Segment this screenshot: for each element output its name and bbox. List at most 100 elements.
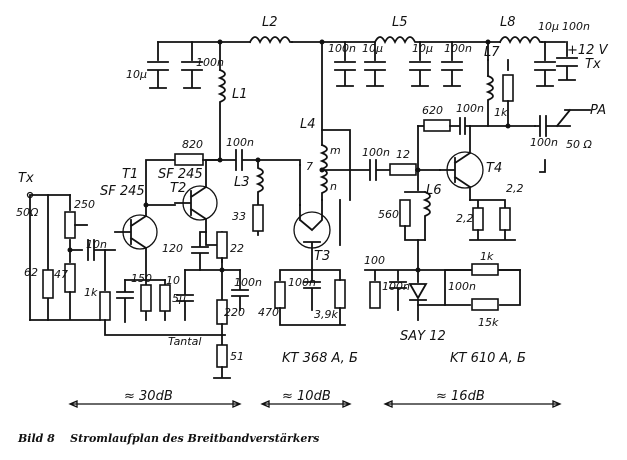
label-c100n-k: 100n xyxy=(382,280,410,293)
label-l5: L5 xyxy=(392,15,408,30)
label-kt610: KT 610 A, Б xyxy=(450,351,526,366)
label-sf245-t2: SF 245 xyxy=(158,167,203,182)
label-r100: 100 xyxy=(364,254,385,267)
figure-caption: Bild 8 Stromlaufplan des Breitbandverstä… xyxy=(17,432,319,445)
label-c5u: 5µ xyxy=(172,292,186,305)
label-r2-2a: 2,2 xyxy=(456,212,474,225)
label-r150: 150 xyxy=(131,272,152,285)
gain-stage-3: ≈ 16dB xyxy=(436,389,485,404)
label-c100n-l: 100n xyxy=(448,280,476,293)
gain-arrows xyxy=(68,400,562,408)
label-l1: L1 xyxy=(232,87,248,102)
supply-rail xyxy=(157,41,568,146)
diode-say12 xyxy=(408,283,428,301)
label-c10n: 10n xyxy=(86,238,107,251)
label-t1: T1 xyxy=(122,167,138,182)
label-kt368: KT 368 A, Б xyxy=(282,351,358,366)
label-r1k-a: 1k xyxy=(84,286,98,299)
resistor-560 xyxy=(399,199,411,227)
label-r33: 33 xyxy=(232,210,246,223)
label-r1k-c: 1k xyxy=(480,250,494,263)
label-r47: 47 xyxy=(54,268,68,281)
label-say12: SAY 12 xyxy=(400,329,446,344)
label-c100n-d: 100n xyxy=(444,42,472,55)
resistor-2-2a xyxy=(472,207,484,231)
label-l4: L4 xyxy=(300,117,316,132)
label-r220: 220 xyxy=(224,306,245,319)
label-c10u-b: 10µ xyxy=(362,42,383,55)
label-c100n-e: 100n xyxy=(562,20,590,33)
label-tap-n: n xyxy=(330,180,337,193)
t4-bias-network xyxy=(364,263,521,321)
label-l2: L2 xyxy=(262,15,278,30)
label-r51: 51 xyxy=(230,350,244,363)
resistor-620 xyxy=(423,119,451,132)
inductor-l2 xyxy=(248,36,293,45)
label-t4: T4 xyxy=(486,161,502,176)
label-r560: 560 xyxy=(378,208,399,221)
label-l8: L8 xyxy=(500,15,516,30)
label-c10u-a: 10µ xyxy=(126,68,147,81)
resistor-820 xyxy=(174,153,204,166)
label-ohm-out: 50 Ω xyxy=(566,138,592,151)
input-network xyxy=(26,191,226,336)
label-r10: 10 xyxy=(166,274,180,287)
label-r15k: 15k xyxy=(478,316,499,329)
label-sf245-t1: SF 245 xyxy=(100,184,145,199)
label-ohm-in: 50Ω xyxy=(16,206,39,219)
label-t3: T3 xyxy=(314,249,330,264)
label-c100n-a: 100n xyxy=(196,56,224,69)
label-tx-out: Tx xyxy=(585,57,601,72)
resistor-33 xyxy=(252,204,264,232)
label-tantal: Tantal xyxy=(168,335,201,348)
resistor-1k-l7 xyxy=(502,74,514,102)
gain-stage-2: ≈ 10dB xyxy=(282,389,331,404)
label-r250: 250 xyxy=(74,198,95,211)
label-l3: L3 xyxy=(234,175,250,190)
label-r2-2b: 2,2 xyxy=(506,182,524,195)
label-c120: 120 xyxy=(162,242,183,255)
label-c100n-g: 100n xyxy=(456,102,484,115)
gain-stage-1: ≈ 30dB xyxy=(124,389,173,404)
label-r62: 62 xyxy=(24,266,38,279)
junction-dots xyxy=(67,39,511,273)
inductor-l5 xyxy=(373,36,421,45)
label-tap-m: m xyxy=(330,144,341,157)
label-r12: 12 xyxy=(396,148,410,161)
inductor-l6 xyxy=(422,190,431,241)
label-r620: 620 xyxy=(422,104,443,117)
label-c10u-d: 10µ xyxy=(538,20,559,33)
inductor-l4 xyxy=(319,143,328,201)
label-r470: 470 xyxy=(258,306,279,319)
emitter-network xyxy=(116,231,249,379)
resistor-3-9k-top xyxy=(334,279,346,309)
inductor-l1 xyxy=(217,68,226,161)
label-c100n-j: 100n xyxy=(288,276,316,289)
label-c100n-i: 100n xyxy=(234,276,262,289)
transistor-t1 xyxy=(114,204,158,281)
label-r1k-b: 1k xyxy=(494,106,508,119)
transistor-t4 xyxy=(439,125,484,201)
label-c100n-c: 100n xyxy=(328,42,356,55)
resistor-12 xyxy=(389,163,417,176)
inductor-l7 xyxy=(485,74,494,127)
transistor-t3 xyxy=(293,199,331,271)
label-tap-7: 7 xyxy=(306,160,313,173)
label-l7: L7 xyxy=(484,45,500,60)
inductor-l8 xyxy=(498,36,543,45)
label-t2: T2 xyxy=(170,181,186,196)
resistor-2-2b xyxy=(499,207,511,231)
label-l6: L6 xyxy=(426,183,442,198)
label-c100n-f: 100n xyxy=(362,146,390,159)
label-r3-9k: 3,9k xyxy=(314,308,338,321)
label-c10u-c: 10µ xyxy=(412,42,433,55)
label-r22: 22 xyxy=(230,242,244,255)
label-tx-in: Tx xyxy=(18,171,34,186)
transistor-t2 xyxy=(174,159,221,233)
label-vcc: +12 V xyxy=(567,43,609,58)
label-pa: PA xyxy=(590,103,606,118)
label-c100n-b: 100n xyxy=(226,136,254,149)
label-c100n-h: 100n xyxy=(530,136,558,149)
